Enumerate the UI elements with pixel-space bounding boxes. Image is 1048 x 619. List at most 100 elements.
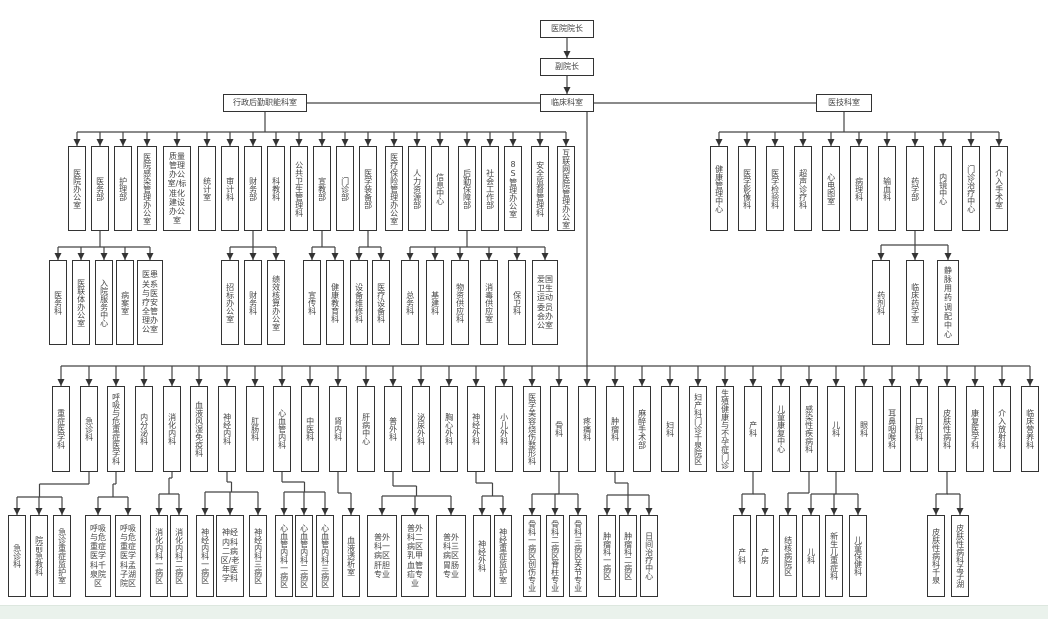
medtech-dept-2[interactable]: 医学检验科 bbox=[766, 146, 784, 231]
erke-sub-1[interactable]: 新生儿重症科 bbox=[825, 515, 843, 597]
admin-dept-18[interactable]: 8S管理办公室 bbox=[504, 146, 522, 231]
clinical-dept-31[interactable]: 口腔科 bbox=[910, 386, 928, 472]
medtech-dept-3[interactable]: 超声诊疗科 bbox=[794, 146, 812, 231]
admin-dept-19[interactable]: 安全监督管理科 bbox=[531, 146, 549, 231]
admin-dept-8[interactable]: 科教科 bbox=[267, 146, 285, 231]
jizhen-sub-0[interactable]: 急诊科 bbox=[8, 515, 26, 597]
node-medtech[interactable]: 医技科室 bbox=[816, 94, 872, 112]
huxi-sub-0[interactable]: 呼吸与危重症医学科千泉院区 bbox=[85, 515, 111, 597]
admin-dept-0[interactable]: 医院办公室 bbox=[68, 146, 86, 231]
admin-dept-12[interactable]: 医学装备部 bbox=[359, 146, 377, 231]
erke-sub-0[interactable]: 儿科 bbox=[802, 515, 820, 597]
clinical-dept-5[interactable]: 血液风湿免疫科 bbox=[190, 386, 208, 472]
clinical-dept-20[interactable]: 肿瘤科 bbox=[606, 386, 624, 472]
clinical-dept-29[interactable]: 眼科 bbox=[855, 386, 873, 472]
shenjing-sub-1[interactable]: 神经内科二病区/老年医学科 bbox=[216, 515, 244, 597]
zhongliu-sub-2[interactable]: 日间治疗中心 bbox=[640, 515, 658, 597]
clinical-dept-4[interactable]: 消化内科 bbox=[163, 386, 181, 472]
node-dean[interactable]: 医院院长 bbox=[540, 20, 594, 38]
houqin-sub-3[interactable]: 消毒供应室 bbox=[480, 260, 498, 345]
medtech-dept-6[interactable]: 输血科 bbox=[878, 146, 896, 231]
clinical-dept-0[interactable]: 重症医学科 bbox=[52, 386, 70, 472]
caiwu-sub-0[interactable]: 招标办公室 bbox=[221, 260, 239, 345]
shenwai-sub-0[interactable]: 神经外科 bbox=[473, 515, 491, 597]
clinical-dept-13[interactable]: 泌尿外科 bbox=[412, 386, 430, 472]
admin-dept-5[interactable]: 统计室 bbox=[198, 146, 216, 231]
yaoxue-sub-2[interactable]: 静脉用药调配中心 bbox=[937, 260, 959, 345]
medtech-dept-10[interactable]: 介入手术室 bbox=[990, 146, 1008, 231]
erke-sub-2[interactable]: 儿童保健科 bbox=[849, 515, 867, 597]
xinxueguan-sub-2[interactable]: 心血管内科三病区 bbox=[316, 515, 334, 597]
clinical-dept-2[interactable]: 呼吸与危重症医学科 bbox=[107, 386, 125, 472]
clinical-dept-30[interactable]: 耳鼻咽喉科 bbox=[883, 386, 901, 472]
clinical-dept-16[interactable]: 小儿外科 bbox=[495, 386, 513, 472]
clinical-dept-3[interactable]: 内分泌科 bbox=[135, 386, 153, 472]
chanke-sub-1[interactable]: 产房 bbox=[756, 515, 774, 597]
clinical-dept-11[interactable]: 肝病中心 bbox=[357, 386, 375, 472]
zhuangbei-sub-0[interactable]: 设备维修科 bbox=[350, 260, 368, 345]
clinical-dept-12[interactable]: 普外科 bbox=[384, 386, 402, 472]
admin-dept-14[interactable]: 人力资源部 bbox=[408, 146, 426, 231]
pifu-sub-1[interactable]: 皮肤性病科孟子湖 bbox=[951, 515, 969, 597]
puwai-sub-1[interactable]: 普外科二病区乳甲血管疝专业 bbox=[401, 515, 429, 597]
yiwu-sub-3[interactable]: 病案室 bbox=[116, 260, 134, 345]
admin-dept-9[interactable]: 公共卫生管理科 bbox=[290, 146, 308, 231]
clinical-dept-10[interactable]: 肾内科 bbox=[329, 386, 347, 472]
clinical-dept-24[interactable]: 生殖健康与不孕症门诊 bbox=[716, 386, 734, 472]
clinical-dept-17[interactable]: 医学美容烧伤整形科 bbox=[523, 386, 541, 472]
shennei-sub-0[interactable]: 血液透析室 bbox=[342, 515, 360, 597]
clinical-dept-21[interactable]: 麻醉手术部 bbox=[633, 386, 651, 472]
jizhen-sub-2[interactable]: 急诊重症监护室 bbox=[53, 515, 71, 597]
medtech-dept-8[interactable]: 内镜中心 bbox=[934, 146, 952, 231]
ganran-sub-0[interactable]: 结核病院区 bbox=[779, 515, 797, 597]
admin-dept-7[interactable]: 财务部 bbox=[244, 146, 262, 231]
clinical-dept-8[interactable]: 心血管内科 bbox=[273, 386, 291, 472]
medtech-dept-4[interactable]: 心电图室 bbox=[822, 146, 840, 231]
shenjing-sub-0[interactable]: 神经内科一病区 bbox=[196, 515, 214, 597]
admin-dept-3[interactable]: 医院感染管理办公室 bbox=[137, 146, 157, 231]
yaoxue-sub-1[interactable]: 临床药学室 bbox=[906, 260, 924, 345]
admin-dept-15[interactable]: 信息中心 bbox=[431, 146, 449, 231]
houqin-sub-1[interactable]: 基建科 bbox=[426, 260, 444, 345]
xinxueguan-sub-0[interactable]: 心血管内科一病区 bbox=[275, 515, 293, 597]
xiaohua-sub-1[interactable]: 消化内科二病区 bbox=[170, 515, 188, 597]
admin-dept-2[interactable]: 护理部 bbox=[114, 146, 132, 231]
pifu-sub-0[interactable]: 皮肤性病科千泉 bbox=[927, 515, 945, 597]
clinical-dept-34[interactable]: 介入放射科 bbox=[993, 386, 1011, 472]
clinical-dept-32[interactable]: 皮肤性病科 bbox=[938, 386, 956, 472]
guke-sub-1[interactable]: 骨科二病区脊柱专业 bbox=[546, 515, 564, 597]
admin-dept-4[interactable]: 质量管理办公室/标准化建设办公室 bbox=[163, 146, 191, 231]
yiwu-sub-4[interactable]: 医患关系与医疗安全管理办公室 bbox=[137, 260, 163, 345]
yaoxue-sub-0[interactable]: 药剂科 bbox=[872, 260, 890, 345]
admin-dept-1[interactable]: 医务部 bbox=[91, 146, 109, 231]
guke-sub-0[interactable]: 骨科一病区创伤专业 bbox=[523, 515, 541, 597]
houqin-sub-2[interactable]: 物资供应科 bbox=[451, 260, 469, 345]
xuanjiao-sub-0[interactable]: 宣传科 bbox=[303, 260, 321, 345]
xiaohua-sub-0[interactable]: 消化内科一病区 bbox=[150, 515, 168, 597]
houqin-sub-4[interactable]: 保卫科 bbox=[508, 260, 526, 345]
clinical-dept-14[interactable]: 胸心外科 bbox=[440, 386, 458, 472]
houqin-sub-0[interactable]: 总务科 bbox=[401, 260, 419, 345]
guke-sub-2[interactable]: 骨科三病区关节专业 bbox=[569, 515, 587, 597]
chanke-sub-0[interactable]: 产科 bbox=[733, 515, 751, 597]
jizhen-sub-1[interactable]: 院前急救科 bbox=[30, 515, 48, 597]
clinical-dept-23[interactable]: 妇产科门诊千泉院区 bbox=[689, 386, 707, 472]
clinical-dept-18[interactable]: 骨科 bbox=[550, 386, 568, 472]
zhuangbei-sub-1[interactable]: 医疗设备科 bbox=[372, 260, 390, 345]
medtech-dept-0[interactable]: 健康管理中心 bbox=[710, 146, 728, 231]
clinical-dept-28[interactable]: 儿科 bbox=[827, 386, 845, 472]
houqin-sub-5[interactable]: 爱国卫生运动委员会办公室 bbox=[532, 260, 558, 345]
node-vice-dean[interactable]: 副院长 bbox=[540, 58, 594, 76]
zhongliu-sub-1[interactable]: 肿瘤科二病区 bbox=[619, 515, 637, 597]
clinical-dept-26[interactable]: 儿童康复中心 bbox=[772, 386, 790, 472]
clinical-dept-22[interactable]: 妇科 bbox=[661, 386, 679, 472]
puwai-sub-2[interactable]: 普外科三病区胃肠专业 bbox=[436, 515, 466, 597]
xuanjiao-sub-1[interactable]: 健康教育科 bbox=[326, 260, 344, 345]
clinical-dept-6[interactable]: 神经内科 bbox=[218, 386, 236, 472]
admin-dept-16[interactable]: 后勤保障部 bbox=[458, 146, 476, 231]
admin-dept-6[interactable]: 审计科 bbox=[221, 146, 239, 231]
clinical-dept-25[interactable]: 产科 bbox=[744, 386, 762, 472]
medtech-dept-7[interactable]: 药学部 bbox=[906, 146, 924, 231]
huxi-sub-1[interactable]: 呼吸与危重症医学科孟子湖院区 bbox=[115, 515, 141, 597]
admin-dept-10[interactable]: 宣教部 bbox=[313, 146, 331, 231]
